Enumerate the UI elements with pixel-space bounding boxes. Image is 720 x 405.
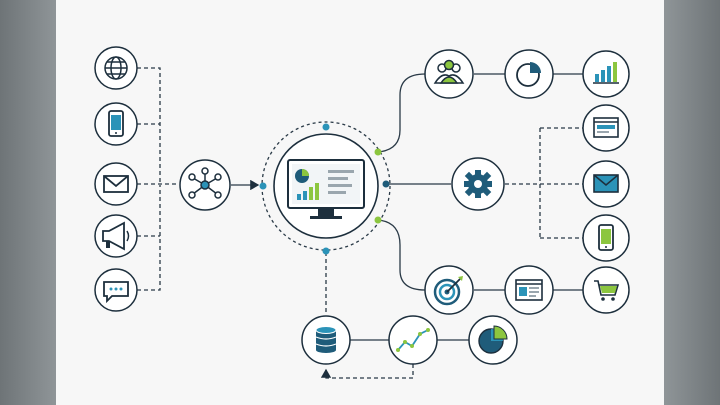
node-pie-top[interactable] — [504, 49, 554, 99]
right-backdrop — [664, 0, 720, 405]
node-browser[interactable] — [582, 104, 630, 152]
line-graph-icon — [396, 328, 430, 352]
smartphone-icon — [598, 224, 614, 251]
smartphone-icon — [108, 110, 124, 137]
node-chat[interactable] — [94, 268, 138, 312]
node-globe[interactable] — [94, 46, 138, 90]
network-hub-icon — [188, 167, 222, 199]
connector-chat — [137, 185, 161, 291]
node-smartphone-left[interactable] — [94, 102, 138, 146]
browser-window-icon — [593, 117, 619, 138]
center-node[interactable] — [273, 133, 379, 239]
node-megaphone[interactable] — [94, 214, 138, 258]
bar-chart-icon — [593, 62, 619, 84]
megaphone-icon — [102, 221, 130, 251]
database-icon — [315, 326, 337, 353]
node-email-left[interactable] — [94, 162, 138, 206]
node-email-right[interactable] — [582, 160, 630, 208]
node-database[interactable] — [301, 315, 351, 365]
connector-center-users — [377, 73, 426, 153]
connector-loop — [320, 364, 414, 379]
node-hub[interactable] — [179, 159, 231, 211]
node-target[interactable] — [424, 265, 474, 315]
connectors — [137, 67, 583, 379]
shopping-cart-icon — [594, 280, 620, 301]
chat-bubble-icon — [103, 281, 129, 304]
node-users[interactable] — [424, 49, 474, 99]
users-group-icon — [433, 59, 465, 84]
node-line-graph[interactable] — [388, 315, 438, 365]
email-icon — [103, 175, 129, 193]
web-page-icon — [515, 279, 543, 301]
node-smartphone-right[interactable] — [582, 214, 630, 262]
globe-icon — [104, 56, 128, 80]
pie-chart-icon — [516, 62, 541, 87]
center-ring — [259, 121, 391, 255]
dashboard-monitor-icon — [287, 159, 365, 219]
connector-center-target — [377, 219, 426, 291]
node-web-page[interactable] — [504, 265, 554, 315]
node-cart[interactable] — [582, 266, 630, 314]
email-icon — [593, 174, 619, 193]
node-gear[interactable] — [451, 157, 505, 211]
connector-globe — [137, 67, 161, 185]
node-bar-chart[interactable] — [582, 50, 630, 98]
target-icon — [433, 276, 463, 306]
node-pie-bottom[interactable] — [468, 315, 518, 365]
pie-chart-icon — [478, 325, 508, 354]
gear-icon — [464, 170, 492, 198]
left-backdrop — [0, 0, 56, 405]
